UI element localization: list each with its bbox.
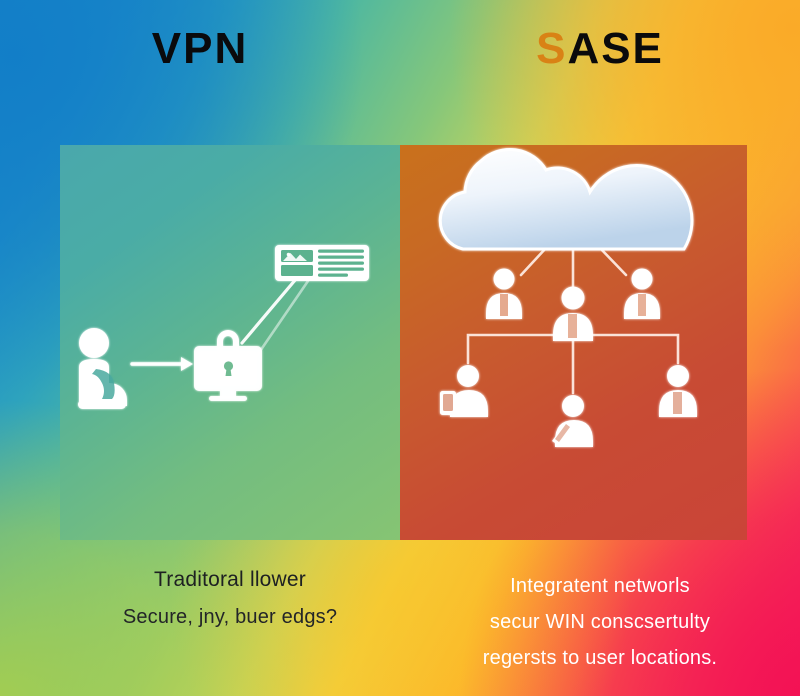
seated-person-icon xyxy=(78,328,127,409)
user-icon xyxy=(624,268,660,319)
sase-caption-line-2: secur WIN conscsertulty xyxy=(489,611,711,633)
sase-heading: SASE xyxy=(400,18,800,80)
user-icon xyxy=(440,365,488,417)
cloud-icon xyxy=(438,147,694,251)
sase-caption-line-1: Integratent networls xyxy=(510,575,690,597)
sase-caption-line-3: regersts to user locations. xyxy=(482,647,718,669)
user-icon xyxy=(659,365,697,417)
vpn-caption-line-1: Traditoral llower xyxy=(154,568,306,591)
sase-caption: Integratent networls secur WIN conscsert… xyxy=(410,568,790,676)
user-icon xyxy=(486,268,522,319)
connector-line xyxy=(240,277,310,359)
arrow-right-icon xyxy=(130,357,193,371)
sase-heading-rest: ASE xyxy=(567,24,664,73)
vpn-diagram xyxy=(78,245,369,409)
vpn-caption: Traditoral llower Secure, jny, buer edgs… xyxy=(40,568,420,629)
vpn-panel xyxy=(60,145,400,540)
document-card-icon xyxy=(275,245,369,281)
vpn-caption-line-2: Secure, jny, buer edgs? xyxy=(122,606,338,628)
user-icon xyxy=(552,395,593,447)
vpn-heading-text: VPN xyxy=(151,24,249,73)
monitor-with-padlock-icon xyxy=(194,330,262,401)
user-icon xyxy=(553,286,593,341)
sase-panel xyxy=(400,145,747,540)
sase-diagram xyxy=(438,147,697,447)
vpn-heading: VPN xyxy=(0,18,400,80)
sase-heading-accent-letter: S xyxy=(536,24,568,73)
